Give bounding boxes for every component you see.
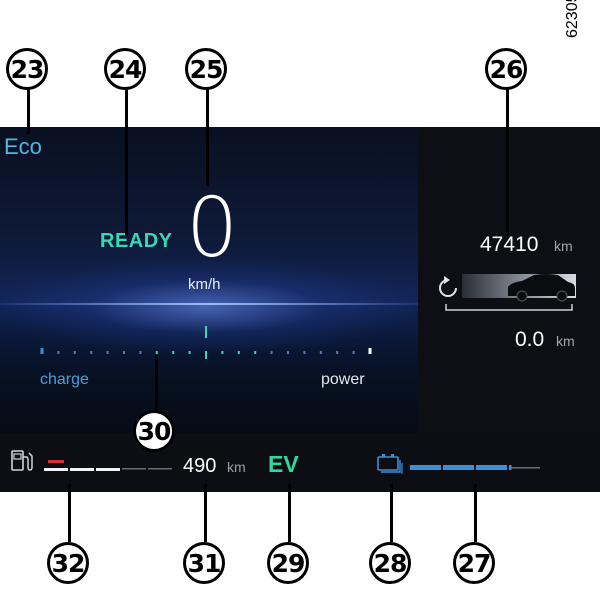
power-gauge-tick (319, 351, 322, 354)
callout-line-25 (206, 86, 209, 186)
horizon-light-line (0, 303, 420, 305)
battery-level-segment (443, 465, 474, 470)
callout-line-28 (390, 484, 393, 542)
power-gauge-tick (254, 351, 257, 354)
callout-29: 29 (267, 542, 309, 584)
reset-arrow-icon (439, 276, 457, 297)
drive-mode-label: Eco (4, 134, 42, 159)
callout-25: 25 (185, 48, 227, 90)
power-gauge-tick (90, 351, 93, 354)
battery-icon (377, 454, 403, 474)
power-gauge-ticks (40, 348, 372, 359)
power-gauge-tick (40, 348, 44, 354)
power-gauge-tick (205, 351, 207, 359)
figure-reference-number: 62305 (564, 0, 581, 38)
power-gauge-tick (139, 351, 142, 354)
power-gauge (40, 326, 372, 359)
power-gauge-tick (106, 351, 109, 354)
ev-mode-indicator: EV (268, 451, 299, 477)
trip-bracket (445, 304, 573, 311)
battery-level-segment (509, 465, 512, 470)
fuel-level-segment (44, 468, 68, 471)
fuel-level-segment (122, 468, 146, 470)
callout-line-31 (204, 484, 207, 542)
callout-30: 30 (133, 410, 175, 452)
callout-31: 31 (183, 542, 225, 584)
callout-24: 24 (104, 48, 146, 90)
trip-distance-unit: km (556, 333, 575, 349)
power-gauge-tick (352, 351, 355, 354)
power-gauge-tick (172, 351, 175, 354)
callout-line-23 (27, 86, 30, 134)
callout-23: 23 (6, 48, 48, 90)
fuel-level-segment (70, 468, 94, 471)
fuel-level-segment (96, 468, 120, 471)
callout-line-32 (68, 484, 71, 542)
fuel-level-bar (44, 460, 172, 471)
trip-distance-value: 0.0 (515, 328, 545, 351)
speed-unit: km/h (188, 276, 221, 293)
power-gauge-tick (287, 351, 289, 354)
battery-level-segment (476, 465, 507, 470)
power-gauge-tick (270, 351, 273, 354)
callout-26: 26 (485, 48, 527, 90)
battery-level-segment (410, 465, 441, 470)
bottom-status-band (0, 433, 600, 492)
battery-level-bar (410, 465, 540, 470)
power-gauge-tick (303, 351, 306, 354)
power-gauge-tick (336, 351, 339, 354)
fuel-pump-icon (11, 450, 33, 471)
odometer-unit: km (554, 238, 573, 254)
fuel-low-marker (48, 460, 64, 463)
car-silhouette-icon (508, 274, 575, 302)
power-gauge-tick (155, 351, 158, 354)
callout-line-29 (288, 484, 291, 542)
power-label: power (321, 371, 365, 388)
trip-car-graphic (439, 274, 576, 311)
speed-value: 0 (186, 181, 239, 276)
callout-line-30 (155, 355, 158, 413)
callout-27: 27 (453, 542, 495, 584)
battery-level-track (509, 467, 540, 469)
callout-32: 32 (47, 542, 89, 584)
callout-line-26 (506, 86, 509, 236)
power-gauge-tick (57, 351, 60, 354)
fuel-level-segment (148, 468, 172, 470)
callout-line-24 (125, 86, 128, 236)
power-gauge-tick (73, 351, 76, 354)
charge-label: charge (40, 371, 89, 388)
power-gauge-tick (188, 351, 191, 354)
callout-line-27 (474, 484, 477, 542)
power-gauge-tick (221, 351, 224, 354)
callout-28: 28 (369, 542, 411, 584)
odometer-value: 47410 (480, 233, 539, 256)
speed-glow-background (0, 127, 420, 492)
range-value: 490 (183, 455, 217, 477)
range-unit: km (227, 459, 246, 475)
power-gauge-tick (368, 348, 372, 354)
ready-status: READY (100, 230, 173, 252)
power-gauge-tick (237, 351, 240, 354)
power-gauge-tick (123, 351, 125, 354)
